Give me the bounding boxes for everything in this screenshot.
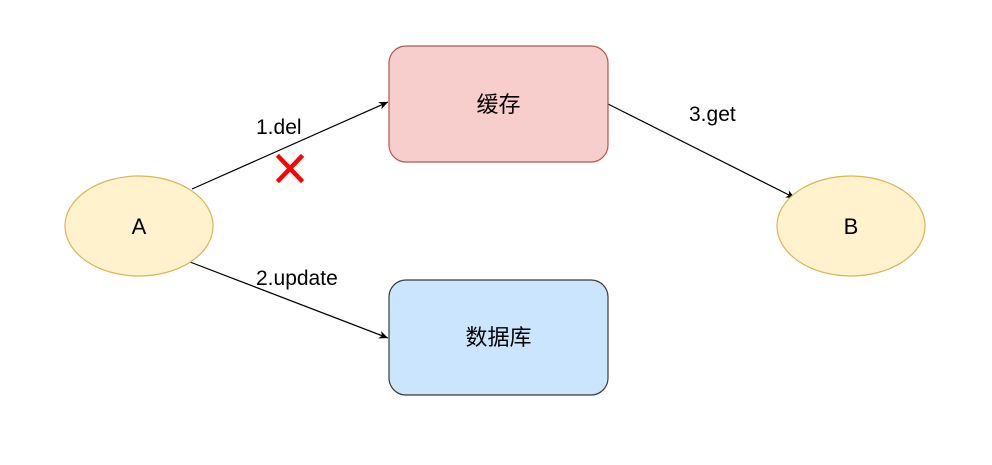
edge-update-arrow <box>189 261 389 339</box>
node-a-shape <box>64 175 214 277</box>
node-db-shape <box>388 279 609 396</box>
node-b-shape <box>776 175 926 277</box>
edge-del-label: 1.del <box>256 116 302 139</box>
node-a[interactable]: A <box>64 175 214 277</box>
node-a-label: A <box>132 214 147 239</box>
node-b[interactable]: B <box>776 175 926 277</box>
node-db[interactable]: 数据库 <box>388 279 609 396</box>
edge-get-arrow <box>607 103 796 199</box>
node-db-label: 数据库 <box>465 325 531 350</box>
edge-update-label: 2.update <box>256 267 338 290</box>
node-cache-shape <box>388 45 609 163</box>
node-cache[interactable]: 缓存 <box>388 45 609 163</box>
node-b-label: B <box>844 214 859 239</box>
edge-get-label: 3.get <box>689 103 736 126</box>
node-cache-label: 缓存 <box>476 92 520 117</box>
cross-mark-icon <box>275 153 305 184</box>
edges <box>189 101 796 339</box>
edge-del-arrow <box>191 101 389 190</box>
